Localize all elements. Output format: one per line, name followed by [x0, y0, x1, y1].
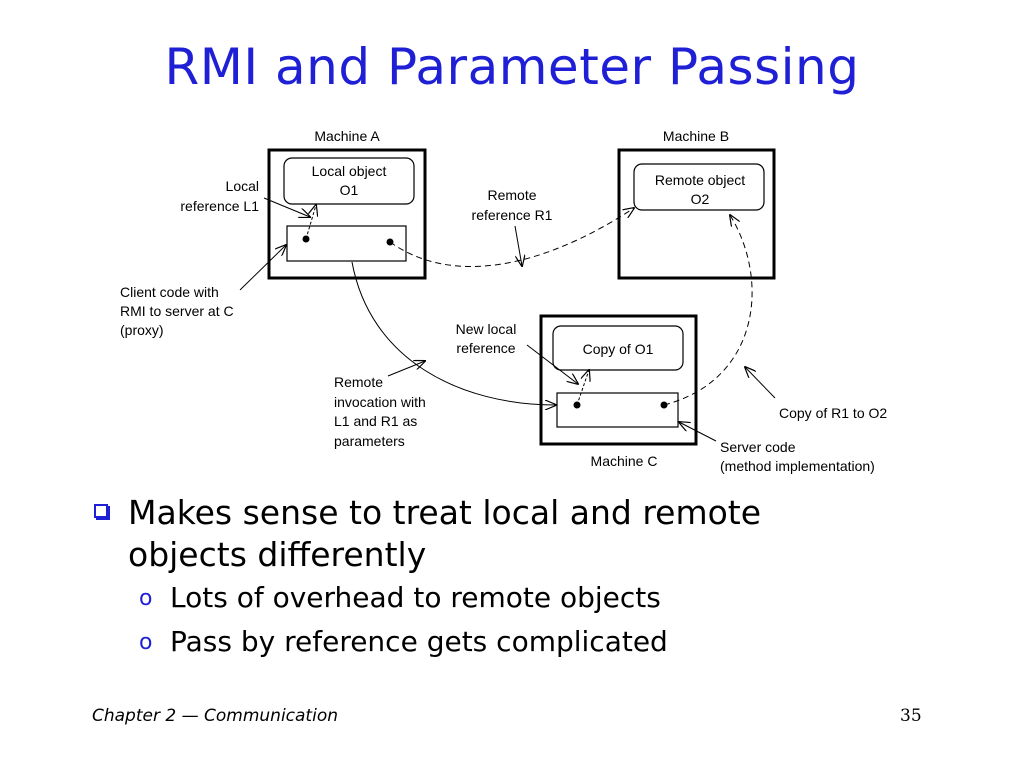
pointer-local-reference: [263, 197, 310, 217]
client-code-label-1: Client code with: [120, 284, 219, 300]
bullet-main: Makes sense to treat local and remote ob…: [92, 492, 972, 576]
machine-c-label: Machine C: [591, 453, 658, 469]
local-reference-label-2: reference L1: [180, 198, 259, 214]
server-code-box: [556, 392, 679, 428]
remote-invocation-label-2: invocation with: [334, 394, 426, 410]
pointer-server-code: [679, 422, 717, 442]
local-object-label-2: O1: [340, 182, 359, 198]
circle-bullet-icon: o: [139, 586, 153, 611]
footer-chapter-label: Chapter 2: [92, 706, 177, 726]
server-code-label-1: Server code: [720, 439, 796, 455]
new-local-reference-label-1: New local: [456, 321, 517, 337]
pointer-new-local-reference: [526, 344, 578, 384]
circle-bullet-icon: o: [139, 630, 153, 655]
sub-bullet-1: o Lots of overhead to remote objects: [92, 576, 972, 620]
local-reference-label-1: Local: [226, 178, 259, 194]
pointer-copy-r1: [745, 367, 776, 399]
remote-ref-dashed-arrow: [389, 208, 634, 267]
machine-b-label: Machine B: [663, 128, 729, 144]
local-object-o1-box: [283, 157, 415, 205]
footer-topic: Communication: [204, 706, 338, 726]
remote-object-label-2: O2: [691, 191, 710, 207]
machine-c-box: [539, 314, 698, 446]
machine-a-box: [267, 148, 427, 280]
copied-remote-ref-dashed-arrow: [663, 215, 753, 406]
local-object-label-1: Local object: [312, 163, 387, 179]
remote-object-o2-box: [633, 163, 765, 211]
sub-bullet-2: o Pass by reference gets complicated: [92, 620, 972, 664]
server-code-label-2: (method implementation): [720, 458, 875, 474]
new-local-ref-arrow: [576, 370, 589, 406]
remote-invocation-label-1: Remote: [334, 374, 383, 390]
new-local-reference-label-2: reference: [456, 340, 515, 356]
sub-bullet-2-text: Pass by reference gets complicated: [170, 625, 668, 658]
bullet-main-line-1: Makes sense to treat local and remote: [128, 493, 762, 532]
sub-bullet-1-text: Lots of overhead to remote objects: [170, 581, 661, 614]
copy-of-o1-label: Copy of O1: [583, 341, 654, 357]
machine-b-box: [617, 148, 776, 280]
pointer-remote-reference: [514, 225, 522, 266]
footer-dash: —: [181, 706, 199, 726]
remote-invocation-arc: [351, 261, 556, 405]
bullet-main-line-2: objects differently: [128, 535, 427, 574]
client-code-label-3: (proxy): [120, 322, 164, 338]
footer-chapter: Chapter 2 — Communication: [92, 706, 338, 726]
copy-of-o1-box: [552, 325, 684, 371]
remote-reference-label-2: reference R1: [472, 207, 553, 223]
client-code-box: [286, 225, 407, 262]
machine-a-label: Machine A: [314, 128, 380, 144]
page-number: 35: [900, 706, 922, 726]
local-ref-arrow: [305, 205, 316, 240]
pointer-client-code: [239, 245, 286, 291]
bullet-list: Makes sense to treat local and remote ob…: [92, 492, 972, 664]
client-code-label-2: RMI to server at C: [120, 303, 234, 319]
square-bullet-icon: [94, 504, 108, 518]
copy-r1-label: Copy of R1 to O2: [779, 405, 887, 421]
remote-invocation-label-4: parameters: [334, 433, 405, 449]
remote-reference-label-1: Remote: [487, 187, 536, 203]
remote-object-label-1: Remote object: [655, 172, 745, 188]
slide-title: RMI and Parameter Passing: [164, 38, 860, 96]
pointer-remote-invocation: [387, 361, 425, 377]
remote-invocation-label-3: L1 and R1 as: [334, 413, 417, 429]
